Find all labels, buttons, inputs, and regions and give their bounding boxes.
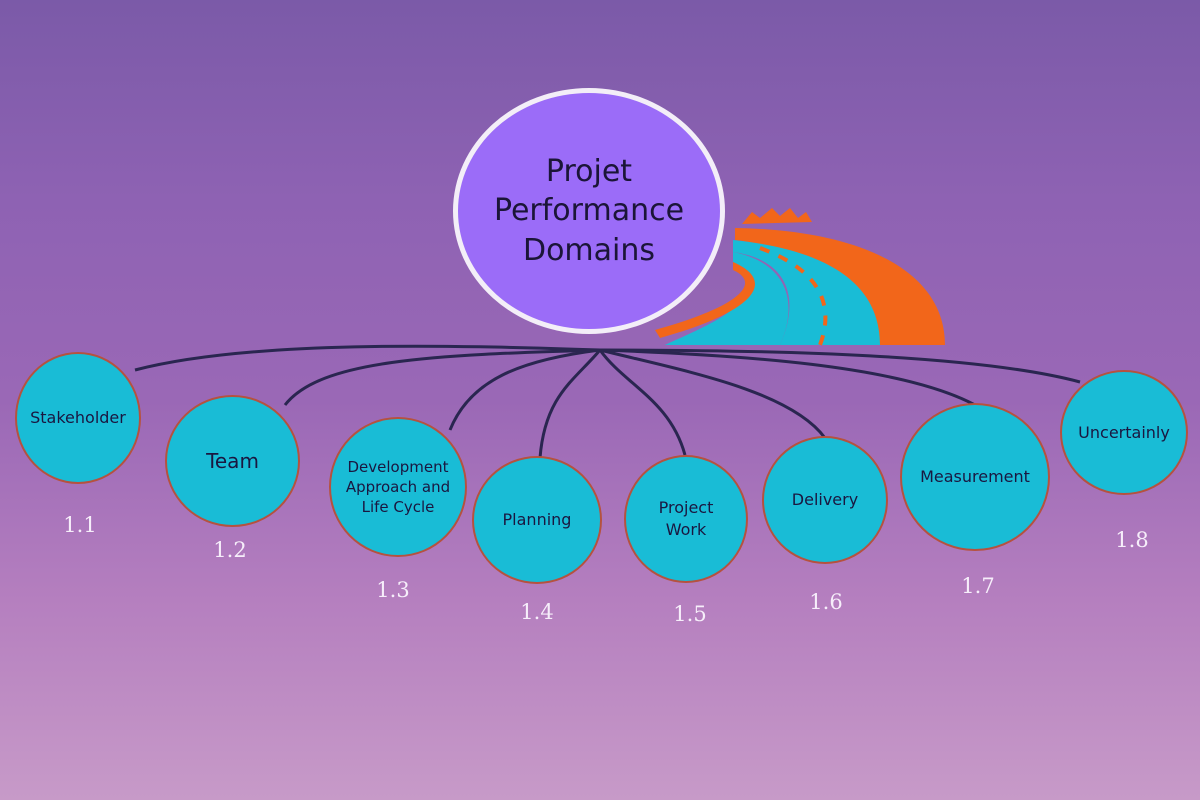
domain-stakeholder: Stakeholder (15, 352, 141, 484)
connector-development (448, 348, 601, 431)
domain-team: Team (165, 395, 300, 527)
hub-circle: Projet Performance Domains (453, 88, 725, 334)
connector-stakeholder (134, 344, 601, 372)
domain-project-work: Project Work (624, 455, 748, 583)
domain-number: 1.4 (520, 600, 554, 624)
domain-label: Project Work (658, 498, 714, 539)
domain-number: 1.2 (213, 538, 247, 562)
domain-label: Stakeholder (30, 408, 126, 428)
domain-planning: Planning (472, 456, 602, 584)
connector-uncertainly (599, 348, 1081, 384)
domain-label: Planning (502, 510, 572, 530)
domain-label: Team (206, 448, 259, 473)
domain-number: 1.1 (63, 513, 97, 537)
domain-number: 1.6 (809, 590, 843, 614)
domain-number: 1.8 (1115, 528, 1149, 552)
domain-number: 1.3 (376, 578, 410, 602)
domain-measurement: Measurement (900, 403, 1050, 551)
connector-project-work (598, 349, 687, 456)
domain-label: Development Approach and Life Cycle (345, 457, 451, 517)
hub-title: Projet Performance Domains (493, 153, 685, 268)
domain-label: Delivery (791, 490, 859, 510)
domain-delivery: Delivery (762, 436, 888, 564)
connector-team (283, 348, 601, 406)
domain-uncertainly: Uncertainly (1060, 370, 1188, 495)
domain-label: Uncertainly (1078, 422, 1170, 442)
connector-delivery (599, 348, 827, 439)
connector-planning (538, 349, 602, 459)
domain-number: 1.5 (673, 602, 707, 626)
domain-number: 1.7 (961, 574, 995, 598)
domain-label: Measurement (920, 467, 1030, 487)
domain-development-approach: Development Approach and Life Cycle (329, 417, 467, 557)
connector-measurement (599, 348, 976, 407)
